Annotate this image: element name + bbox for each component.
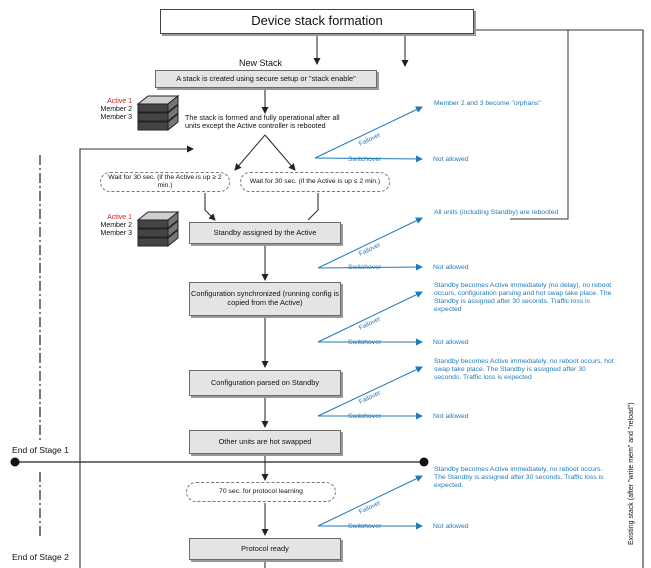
standby-assigned-box: Standby assigned by the Active	[189, 222, 341, 244]
member-2-label: Member 2	[100, 106, 132, 114]
unit-labels-2: Active 1 Member 2 Member 3	[86, 214, 132, 238]
new-stack-label: New Stack	[239, 58, 283, 68]
not-allowed-label-3: Not allowed	[433, 339, 469, 346]
outcome-failover-5: Standby becomes Active immediately, no r…	[434, 466, 604, 490]
outcome-orphans: Member 2 and 3 become "orphans"	[434, 100, 541, 107]
hot-swapped-box: Other units are hot swapped	[189, 430, 341, 454]
config-sync-box: Configuration synchronized (running conf…	[189, 282, 341, 316]
config-parsed-box: Configuration parsed on Standby	[189, 370, 341, 396]
switchover-label-2: Switchover	[348, 264, 382, 271]
member-2-label: Member 2	[100, 222, 132, 230]
member-3-label: Member 3	[100, 114, 132, 122]
stack-formed-text: The stack is formed and fully operationa…	[185, 113, 340, 131]
existing-stack-label: Existing stack (after "write mem" and "r…	[628, 402, 635, 545]
switchover-label-3: Switchover	[348, 339, 382, 346]
stack-units-icon	[136, 94, 180, 132]
active-label: Active 1	[107, 98, 132, 105]
switchover-label-5: Switchover	[348, 523, 382, 530]
switchover-label-1: Switchover	[348, 156, 382, 163]
failover-label-1: Failover	[358, 131, 383, 147]
switchover-labels: Switchover Switchover Switchover Switcho…	[348, 156, 382, 530]
not-allowed-label-2: Not allowed	[433, 264, 469, 271]
protocol-learning-box: 70 sec. for protocol learning	[186, 482, 336, 502]
switchover-label-4: Switchover	[348, 413, 382, 420]
end-of-stage-1-label: End of Stage 1	[12, 445, 69, 455]
unit-labels-1: Active 1 Member 2 Member 3	[86, 98, 132, 122]
not-allowed-label-1: Not allowed	[433, 156, 469, 163]
failover-label-3: Failover	[358, 315, 383, 331]
not-allowed-labels: Not allowed Not allowed Not allowed Not …	[433, 156, 469, 530]
outcome-failover-3: Standby becomes Active immediately (no d…	[434, 282, 612, 314]
stack-units-icon-2	[136, 210, 180, 248]
failover-label-5: Failover	[358, 499, 383, 515]
outcome-all-reboot: All units (including Standby) are reboot…	[434, 209, 559, 216]
protocol-ready-box: Protocol ready	[189, 538, 341, 560]
not-allowed-label-4: Not allowed	[433, 413, 469, 420]
branch-arrows	[314, 106, 423, 530]
outcome-failover-4: Standby becomes Active immediately, no r…	[434, 358, 614, 382]
active-label: Active 1	[107, 214, 132, 221]
wait-30s-box-right: Wait for 30 sec. (if the Active is up ≤ …	[240, 172, 390, 192]
member-3-label: Member 3	[100, 230, 132, 238]
main-flow-arrows	[79, 29, 644, 568]
stack-created-box: A stack is created using secure setup or…	[155, 70, 377, 88]
wait-30s-box-left: Wait for 30 sec. (if the Active is up ≥ …	[100, 172, 230, 192]
not-allowed-label-5: Not allowed	[433, 523, 469, 530]
failover-label-2: Failover	[358, 241, 383, 257]
stage-1-divider	[10, 457, 429, 467]
device-stack-formation-title: Device stack formation	[160, 9, 474, 34]
end-of-stage-2-label: End of Stage 2	[12, 552, 69, 562]
